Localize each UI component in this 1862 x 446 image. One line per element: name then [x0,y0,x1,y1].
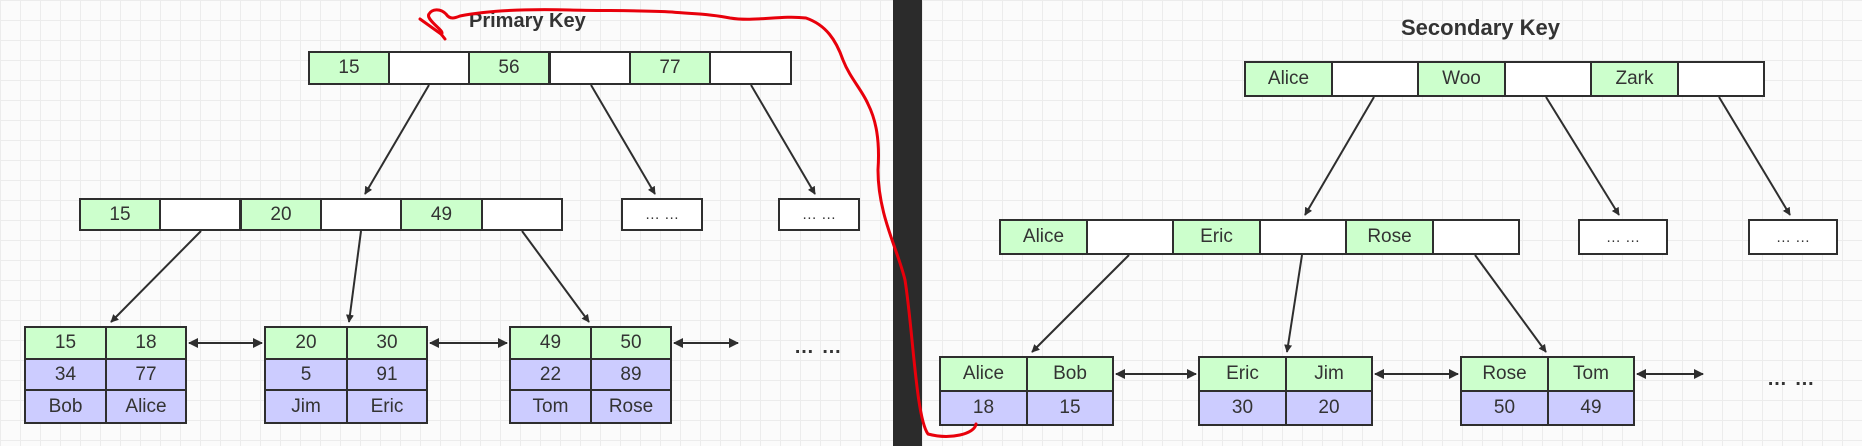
secondary-internal-pointer [1259,219,1347,255]
primary-placeholder-node: … … [778,198,860,231]
secondary-leaf-key: Rose [1460,356,1549,392]
primary-internal-pointer [159,198,241,231]
secondary-root-key: Zark [1590,61,1679,97]
secondary-placeholder-node: … … [1578,219,1668,255]
secondary-internal-key: Eric [1172,219,1261,255]
secondary-leaf-value: 15 [1026,390,1114,426]
primary-leaf-key: 15 [24,326,107,360]
primary-root-key: 56 [468,51,550,85]
secondary-placeholder-node: … … [1748,219,1838,255]
secondary-root-pointer [1331,61,1419,97]
primary-leaf-key: 50 [590,326,672,360]
primary-leaf-name: Eric [346,389,428,424]
primary-leaf-key: 18 [105,326,187,360]
secondary-key-panel: Secondary Key Alice Woo Zark Alice Eric … [922,0,1862,446]
secondary-key-title: Secondary Key [1401,15,1560,40]
secondary-internal-pointer [1432,219,1520,255]
primary-leaf-value: 22 [509,358,592,391]
secondary-internal-key: Alice [999,219,1088,255]
secondary-internal-key: Rose [1345,219,1434,255]
secondary-leaf-key: Tom [1547,356,1635,392]
primary-leaf-value: 5 [264,358,348,391]
primary-root-key: 77 [629,51,711,85]
primary-leaf-key: 20 [264,326,348,360]
secondary-root-key: Woo [1417,61,1506,97]
secondary-leaf-key: Alice [939,356,1028,392]
primary-leaf-value: 91 [346,358,428,391]
secondary-root-key: Alice [1244,61,1333,97]
secondary-root-pointer [1677,61,1765,97]
secondary-leaf-value: 30 [1198,390,1287,426]
secondary-leaf-value: 49 [1547,390,1635,426]
primary-leaf-name: Alice [105,389,187,424]
secondary-leaf-key: Jim [1285,356,1373,392]
primary-key-title: Primary Key [469,10,586,32]
primary-internal-key: 20 [240,198,322,231]
panel-divider [893,0,922,446]
primary-internal-key: 15 [79,198,161,231]
secondary-root-pointer [1504,61,1592,97]
primary-root-pointer [549,51,631,85]
primary-internal-pointer [481,198,563,231]
secondary-more-leaves: … … [1767,368,1816,390]
primary-key-panel: Primary Key 15 56 77 15 20 49 … … … … 15… [0,0,893,446]
primary-leaf-value: 89 [590,358,672,391]
primary-leaf-name: Bob [24,389,107,424]
secondary-leaf-value: 20 [1285,390,1373,426]
secondary-leaf-value: 50 [1460,390,1549,426]
primary-root-key: 15 [308,51,390,85]
primary-leaf-value: 34 [24,358,107,391]
secondary-internal-pointer [1086,219,1174,255]
secondary-leaf-key: Eric [1198,356,1287,392]
secondary-leaf-key: Bob [1026,356,1114,392]
primary-leaf-name: Jim [264,389,348,424]
primary-leaf-name: Rose [590,389,672,424]
primary-leaf-name: Tom [509,389,592,424]
secondary-leaf-value: 18 [939,390,1028,426]
primary-leaf-value: 77 [105,358,187,391]
primary-internal-key: 49 [400,198,483,231]
primary-more-leaves: … … [794,336,843,358]
primary-leaf-key: 30 [346,326,428,360]
primary-leaf-key: 49 [509,326,592,360]
primary-placeholder-node: … … [621,198,703,231]
primary-root-pointer [388,51,470,85]
primary-root-pointer [709,51,792,85]
primary-internal-pointer [320,198,402,231]
